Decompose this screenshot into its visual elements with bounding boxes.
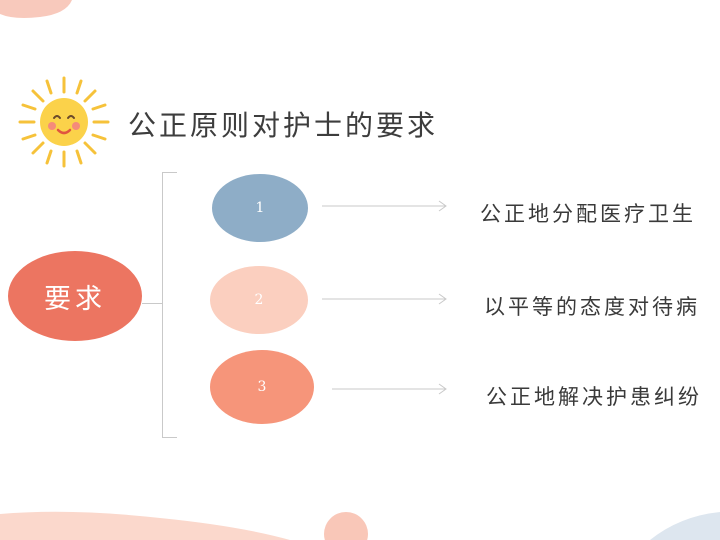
item-2-arrow	[322, 293, 447, 305]
item-1-text: 公正地分配医疗卫生	[480, 202, 696, 226]
top-left-decoration-blob	[0, 0, 72, 18]
item-3-arrow	[332, 383, 447, 395]
branch-bracket	[162, 172, 177, 438]
item-1-arrow	[322, 200, 447, 212]
item-3-number: 3	[257, 379, 267, 395]
sun-icon	[18, 76, 110, 168]
center-topic-ellipse: 要求	[8, 251, 142, 341]
item-1-number-ellipse: 1	[212, 174, 308, 242]
item-2-text: 以平等的态度对待病	[484, 295, 700, 319]
slide-title: 公正原则对护士的要求	[128, 109, 439, 142]
item-2-number: 2	[254, 292, 264, 308]
bottom-center-decoration-circle	[324, 512, 368, 540]
bottom-right-decoration-blob	[650, 512, 720, 540]
item-2-number-ellipse: 2	[210, 266, 308, 334]
item-1-number: 1	[255, 200, 265, 216]
center-connector-line	[142, 303, 162, 304]
bottom-left-decoration-blob	[0, 511, 290, 540]
center-topic-label: 要求	[44, 283, 106, 315]
item-3-text: 公正地解决护患纠纷	[486, 385, 702, 409]
item-3-number-ellipse: 3	[210, 350, 314, 424]
